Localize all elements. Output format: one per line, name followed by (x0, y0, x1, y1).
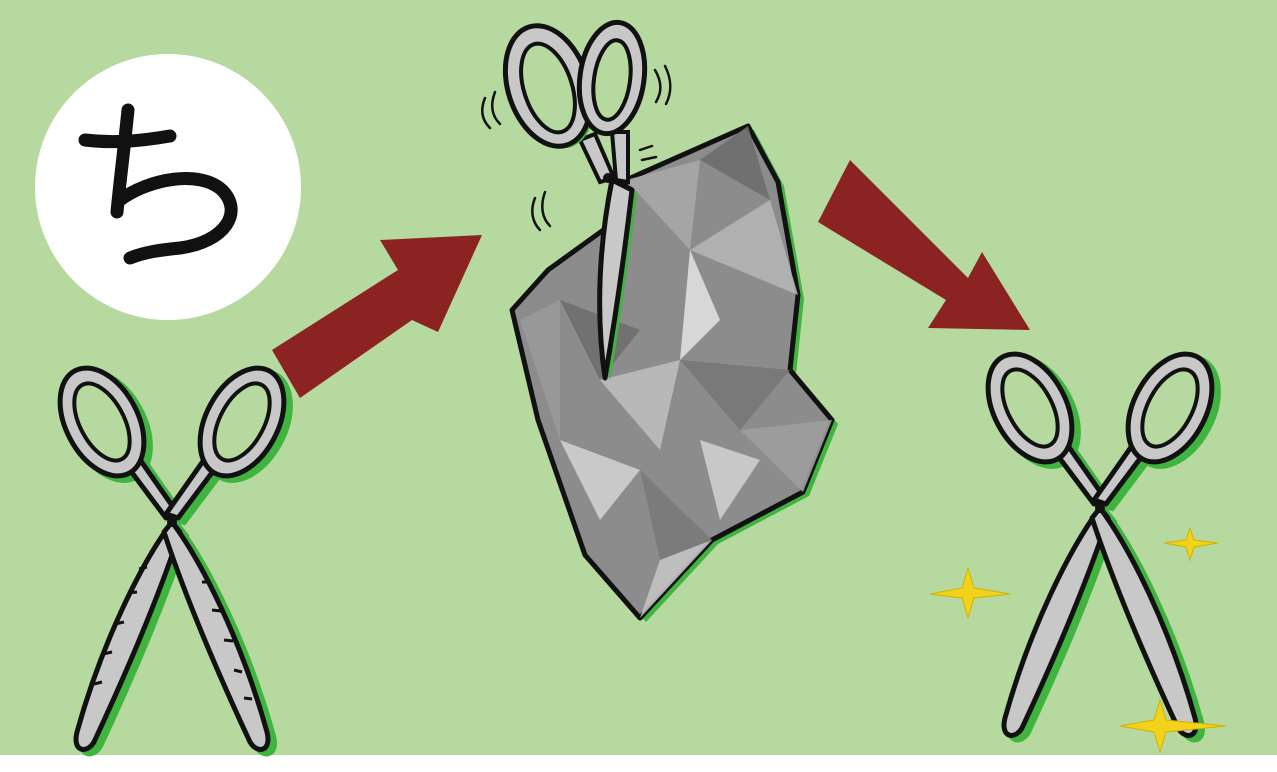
right-up-arrow-icon (272, 235, 482, 398)
kana-glyph (78, 103, 238, 265)
sparkle-icon (929, 526, 1227, 754)
dull-scissors-icon (43, 354, 307, 754)
rock-icon (509, 123, 838, 622)
sharp-scissors-icon (971, 340, 1235, 740)
scissors-in-rock-icon (481, 19, 672, 381)
bottom-strip (0, 755, 1277, 772)
right-down-arrow-icon (818, 160, 1030, 330)
kana-badge: ち (35, 54, 301, 320)
